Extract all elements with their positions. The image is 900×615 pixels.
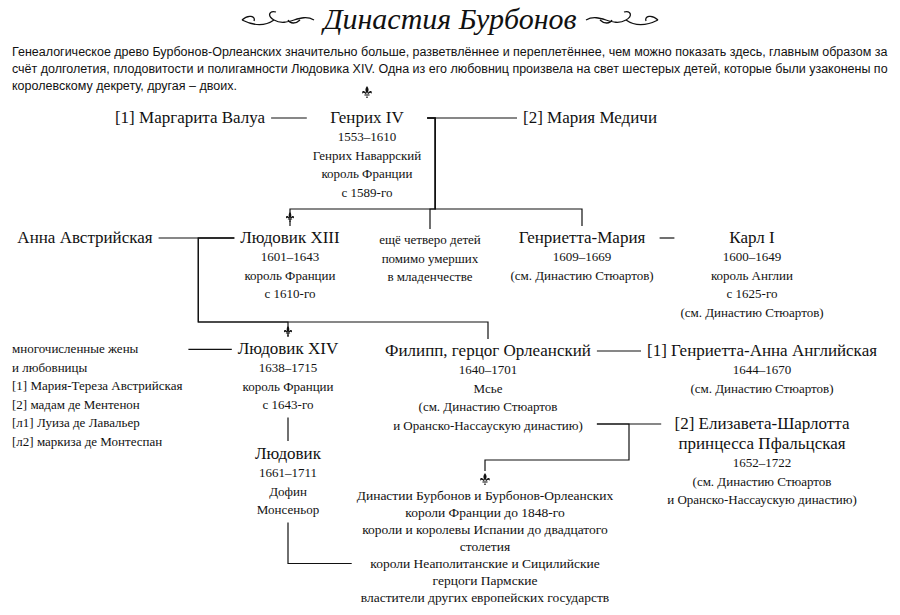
family-line xyxy=(427,118,435,229)
person-detail: ещё четверо детей xyxy=(379,231,481,250)
person-detail: и Оранско-Нассаускую династию) xyxy=(667,491,857,510)
person-detail: (см. Династию Стюартов) xyxy=(647,380,877,399)
person-detail: Генрих Наваррский xyxy=(313,147,421,166)
person-entry: Генриетта-Мария1609–1669(см. Династию Ст… xyxy=(510,228,653,285)
person-entry: Людовик XIII1601–1643король Франциис 161… xyxy=(240,228,339,304)
person-name: Людовик xyxy=(255,444,321,464)
person-detail: [2] мадам де Ментенон xyxy=(12,396,182,415)
person-entry: Филипп, герцог Орлеанский1640–1701Мсье(с… xyxy=(385,341,591,435)
person-detail: король Англии xyxy=(680,267,823,286)
person-detail: в младенчестве xyxy=(379,268,481,287)
person-detail: (см. Династию Стюартов) xyxy=(680,304,823,323)
person-detail: (см. Династию Стюартов) xyxy=(510,267,653,286)
family-line xyxy=(198,238,488,339)
spouse-list: многочисленные женыи любовницы[1] Мария-… xyxy=(12,340,182,451)
person-detail: Династии Бурбонов и Бурбонов-Орлеанских xyxy=(357,487,614,504)
person-detail: 1640–1701 xyxy=(385,361,591,380)
person-detail: Монсеньор xyxy=(255,501,321,520)
person-entry: Людовик XIV1638–1715король Франциис 1643… xyxy=(238,339,338,415)
person-detail: 1600–1649 xyxy=(680,248,823,267)
person-detail: [1] Мария-Тереза Австрийская xyxy=(12,377,182,396)
person-name: [1] Маргарита Валуа xyxy=(115,108,265,128)
person-detail: властители других европейских государств xyxy=(357,589,614,606)
person-detail: король Франции xyxy=(238,378,338,397)
person-detail: (см. Династию Стюартов xyxy=(385,398,591,417)
family-line xyxy=(660,237,675,238)
person-name: Генриетта-Мария xyxy=(510,228,653,248)
person-name: принцесса Пфальцская xyxy=(667,434,857,454)
person-detail: 1661–1711 xyxy=(255,464,321,483)
fleur-de-lis xyxy=(362,86,372,98)
person-detail: с 1625-го xyxy=(680,285,823,304)
person-entry: Анна Австрийская xyxy=(17,228,152,248)
person-detail: (см. Династию Стюартов xyxy=(667,473,857,492)
person-detail: короли и королевы Испании до двадцатого xyxy=(357,521,614,538)
person-entry: [2] Елизавета-Шарлоттапринцесса Пфальцск… xyxy=(667,414,857,510)
note: ещё четверо детейпомимо умершихв младенч… xyxy=(379,231,481,287)
person-name: [2] Мария Медичи xyxy=(523,108,657,128)
family-line xyxy=(597,350,641,351)
person-entry: Генрих IV1553–1610Генрих Наваррскийкорол… xyxy=(313,108,421,202)
person-name: Филипп, герцог Орлеанский xyxy=(385,341,591,361)
intro-note: Генеалогическое древо Бурбонов-Орлеански… xyxy=(12,44,888,95)
person-entry: [1] Генриетта-Анна Английская1644–1670(с… xyxy=(647,341,877,398)
person-name: Карл I xyxy=(680,228,823,248)
person-entry: [1] Маргарита Валуа xyxy=(115,108,265,128)
person-name: Людовик XIII xyxy=(240,228,339,248)
person-detail: короли Франции до 1848-го xyxy=(357,504,614,521)
person-detail: с 1643-го xyxy=(238,396,338,415)
person-detail: с 1610-го xyxy=(240,285,339,304)
person-name: [1] Генриетта-Анна Английская xyxy=(647,341,877,361)
person-detail: с 1589-го xyxy=(313,184,421,203)
family-line xyxy=(290,118,435,226)
descendants-note: Династии Бурбонов и Бурбонов-Орлеанскихк… xyxy=(357,487,614,606)
person-detail: короли Неаполитанские и Сицилийские xyxy=(357,555,614,572)
person-detail: [л2] маркиза де Монтеспан xyxy=(12,433,182,452)
person-detail: [л1] Луиза де Лавальер xyxy=(12,414,182,433)
person-detail: и любовницы xyxy=(12,359,182,378)
person-name: Людовик XIV xyxy=(238,339,338,359)
person-entry: Людовик1661–1711ДофинМонсеньор xyxy=(255,444,321,520)
fleur-de-lis xyxy=(480,473,490,485)
person-detail: Мсье xyxy=(385,380,591,399)
family-line xyxy=(287,418,288,442)
person-detail: 1609–1669 xyxy=(510,248,653,267)
person-name: [2] Елизавета-Шарлотта xyxy=(667,414,857,434)
person-detail: 1644–1670 xyxy=(647,361,877,380)
person-detail: 1553–1610 xyxy=(313,128,421,147)
person-detail: 1638–1715 xyxy=(238,359,338,378)
person-detail: 1652–1722 xyxy=(667,454,857,473)
person-detail: герцоги Пармские xyxy=(357,572,614,589)
family-line xyxy=(427,117,517,118)
family-line xyxy=(271,117,307,118)
person-detail: столетия xyxy=(357,538,614,555)
person-detail: король Франции xyxy=(240,267,339,286)
diagram-title: Династия Бурбонов xyxy=(0,1,900,37)
person-entry: Карл I1600–1649король Англиис 1625-го(см… xyxy=(680,228,823,322)
person-detail: и Оранско-Нассаускую династию) xyxy=(385,417,591,436)
person-detail: многочисленные жены xyxy=(12,340,182,359)
person-entry: [2] Мария Медичи xyxy=(523,108,657,128)
person-name: Анна Австрийская xyxy=(17,228,152,248)
person-detail: король Франции xyxy=(313,165,421,184)
person-name: Генрих IV xyxy=(313,108,421,128)
person-detail: 1601–1643 xyxy=(240,248,339,267)
person-detail: Дофин xyxy=(255,483,321,502)
family-line xyxy=(188,349,231,350)
family-line xyxy=(288,523,352,564)
family-line xyxy=(427,118,582,226)
person-detail: помимо умерших xyxy=(379,250,481,269)
